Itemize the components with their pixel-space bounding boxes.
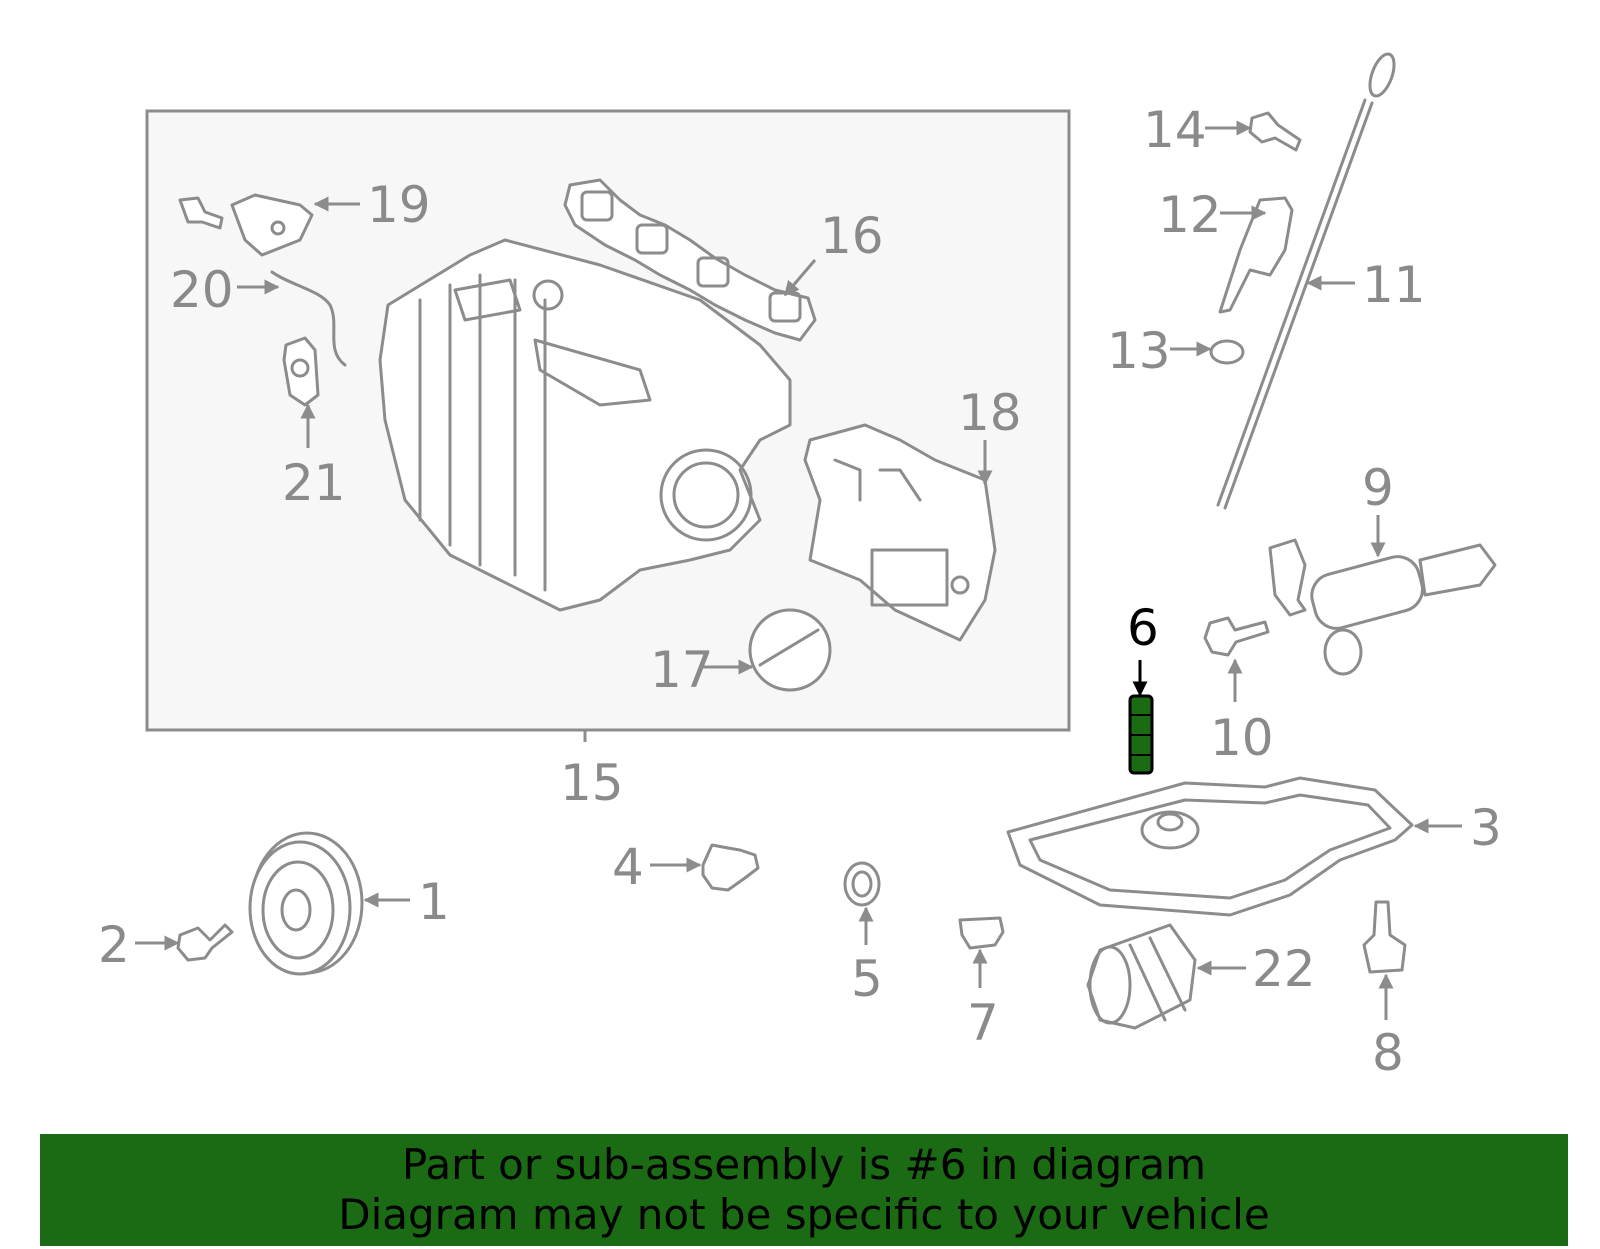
callout-8[interactable]: 8 [1372,1024,1404,1082]
bolt-2[interactable] [176,923,234,962]
callout-9[interactable]: 9 [1362,459,1394,517]
callout-10[interactable]: 10 [1210,709,1274,767]
callout-6[interactable]: 6 [1127,599,1159,657]
bracket-19[interactable] [178,193,314,257]
stud-6-highlighted[interactable] [1128,694,1154,775]
filler-cap[interactable] [748,608,832,692]
callout-11[interactable]: 11 [1362,256,1426,314]
drain-plug-7[interactable] [958,916,1005,950]
callout-20[interactable]: 20 [170,261,234,319]
callout-22[interactable]: 22 [1252,940,1316,998]
sensor-4[interactable] [701,843,760,892]
o-ring-13[interactable] [1209,339,1245,365]
gasket-21[interactable] [282,336,320,407]
dipstick-guide[interactable] [1218,196,1294,314]
callout-16[interactable]: 16 [820,207,884,265]
hose-20[interactable] [270,270,347,367]
oil-filter[interactable] [1086,923,1197,1030]
stud-8[interactable] [1362,900,1407,974]
banner-line-2: Diagram may not be specific to your vehi… [338,1190,1270,1239]
info-banner: Part or sub-assembly is #6 in diagram Di… [40,1134,1568,1246]
callout-arrows [135,120,1462,1020]
intake-manifold[interactable] [378,238,792,612]
callout-14[interactable]: 14 [1143,101,1207,159]
crankshaft-pulley[interactable] [248,831,364,976]
callout-19[interactable]: 19 [367,176,431,234]
washer-5[interactable] [843,861,881,907]
callout-4[interactable]: 4 [612,838,644,896]
callout-5[interactable]: 5 [851,950,883,1008]
callout-21[interactable]: 21 [282,454,346,512]
oil-control-valve[interactable] [1268,538,1497,676]
callout-13[interactable]: 13 [1107,322,1171,380]
banner-line-1: Part or sub-assembly is #6 in diagram [401,1140,1207,1189]
bolt-14[interactable] [1248,111,1302,152]
callout-18[interactable]: 18 [958,384,1022,442]
engine-cover[interactable] [803,423,997,642]
callout-15[interactable]: 15 [560,754,624,812]
callout-1[interactable]: 1 [418,873,450,931]
intake-gasket[interactable] [563,178,817,342]
callout-3[interactable]: 3 [1470,799,1502,857]
dipstick[interactable] [1216,51,1399,510]
callout-17[interactable]: 17 [650,641,714,699]
callout-7[interactable]: 7 [967,994,999,1052]
callout-12[interactable]: 12 [1158,186,1222,244]
bolt-10[interactable] [1203,616,1270,657]
oil-pan[interactable] [1006,776,1414,917]
callout-2[interactable]: 2 [98,916,130,974]
